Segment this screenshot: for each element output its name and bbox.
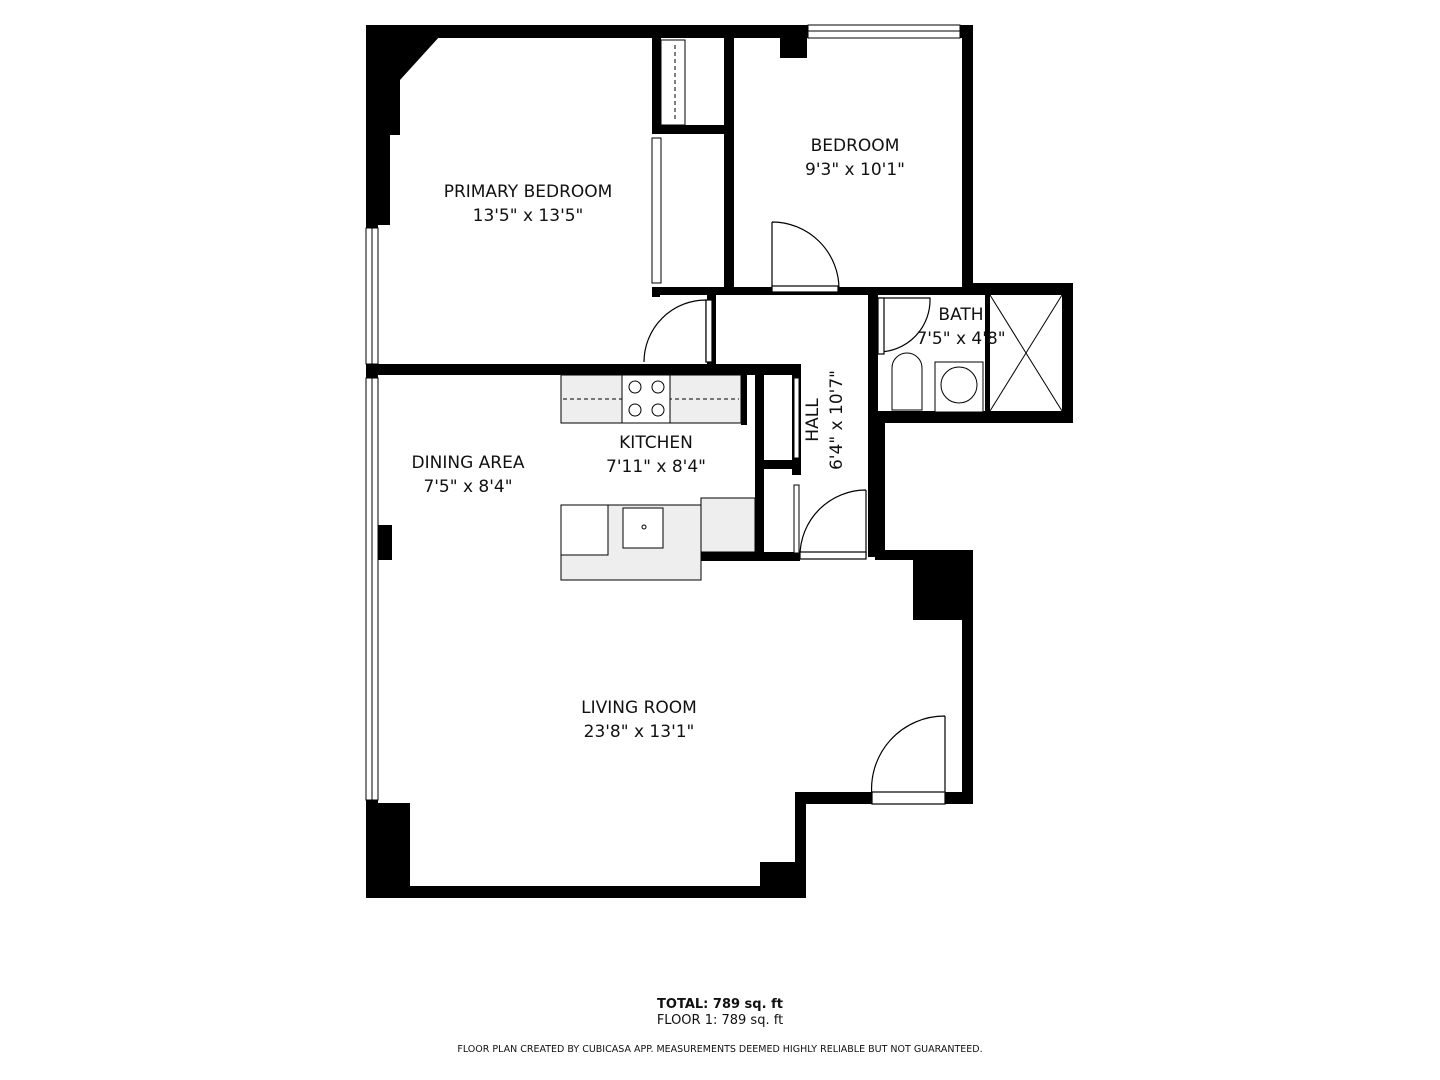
bath-fixtures [891, 294, 1063, 413]
living-room-size: 23'8" x 13'1" [584, 722, 695, 742]
primary-bedroom-name: PRIMARY BEDROOM [444, 182, 613, 202]
door-swings [643, 221, 946, 805]
floor1-area: FLOOR 1: 789 sq. ft [656, 1013, 784, 1028]
room-labels: PRIMARY BEDROOM 13'5" x 13'5" BEDROOM 9'… [412, 136, 1006, 742]
hall-name: HALL [803, 398, 823, 442]
hall-size: 6'4" x 10'7" [827, 370, 847, 470]
dining-area-size: 7'5" x 8'4" [423, 477, 512, 497]
bedroom-name: BEDROOM [811, 136, 900, 156]
primary-bedroom-size: 13'5" x 13'5" [473, 206, 584, 226]
bath-name: BATH [938, 305, 983, 325]
living-room-name: LIVING ROOM [581, 698, 697, 718]
disclaimer: FLOOR PLAN CREATED BY CUBICASA APP. MEAS… [457, 1044, 983, 1055]
bedroom-size: 9'3" x 10'1" [805, 160, 905, 180]
closet-doors [651, 39, 800, 554]
kitchen-size: 7'11" x 8'4" [606, 457, 706, 477]
toilet [891, 352, 923, 411]
stove [621, 374, 671, 424]
bath-size: 7'5" x 4'8" [916, 329, 1005, 349]
kitchen-name: KITCHEN [619, 433, 693, 453]
dining-area-name: DINING AREA [412, 453, 525, 473]
windows [365, 24, 961, 801]
total-area: TOTAL: 789 sq. ft [657, 997, 783, 1012]
kitchen-fixtures [560, 374, 756, 581]
